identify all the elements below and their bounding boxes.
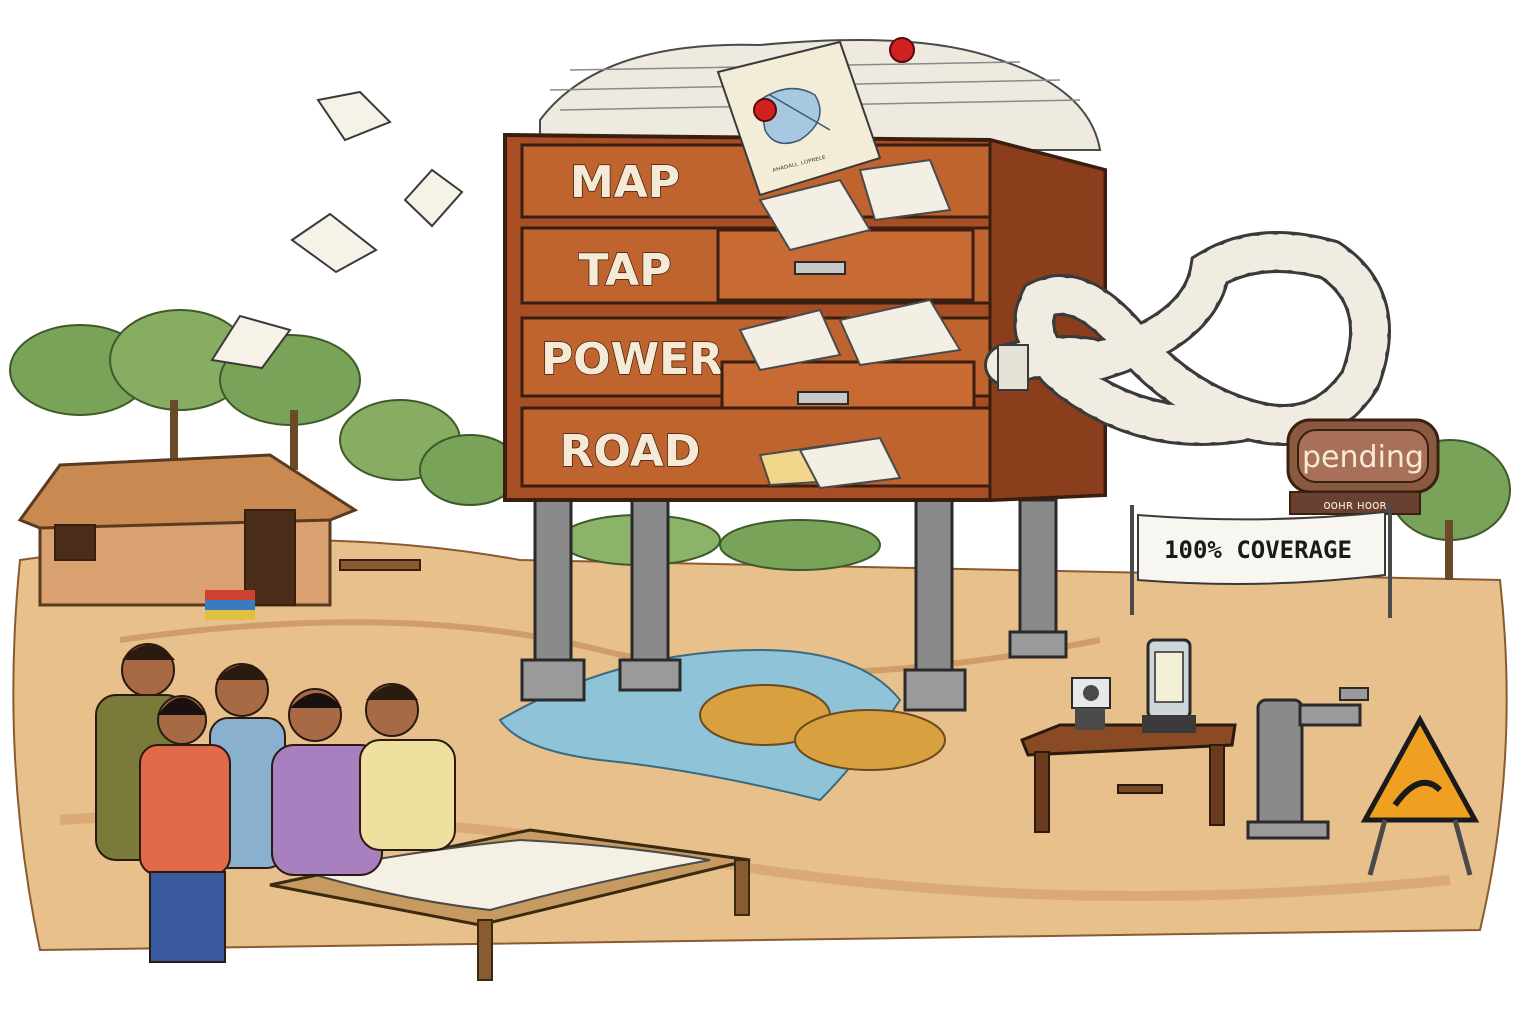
overflowing-papers [738,158,962,490]
drawer-label-power: POWER [541,334,723,385]
drawer-tap: TAP [520,226,992,305]
pending-sign-sublabel: ᴏᴏʜʀ ʜᴏᴏʀ [1323,498,1386,512]
villagers [95,643,456,963]
water-tap-icon [1246,687,1369,840]
coverage-banner-text: 100% COVERAGE [1164,536,1352,564]
pushpin-icon [889,37,915,63]
drawer-road: ROAD [520,406,992,488]
drawer-label-map: MAP [570,157,680,208]
cot-with-blank-sheet [269,828,751,981]
lantern-icon [1142,638,1196,733]
drawer-label-road: ROAD [560,426,701,477]
camera-icon [1071,677,1111,730]
pending-sign-label: pending [1302,440,1424,475]
equipment-table [1020,638,1237,833]
coverage-banner: 100% COVERAGE [1130,505,1392,618]
pinned-map-sheet: ᴬᴴᴬᴰᴬᴸᴸ ᴸᴼᴾᴿᴱᴸᴱ [716,37,915,197]
pending-sign: pending ᴏᴏʜʀ ʜᴏᴏʀ [1286,418,1440,515]
villager [359,683,456,851]
stream [498,648,946,802]
hut [17,453,421,620]
warning-sign-icon [1360,714,1480,876]
flying-papers [210,90,464,370]
pushpin-icon [753,98,777,122]
drawer-label-tap: TAP [579,245,672,296]
villager [271,688,383,876]
villager [139,695,231,963]
